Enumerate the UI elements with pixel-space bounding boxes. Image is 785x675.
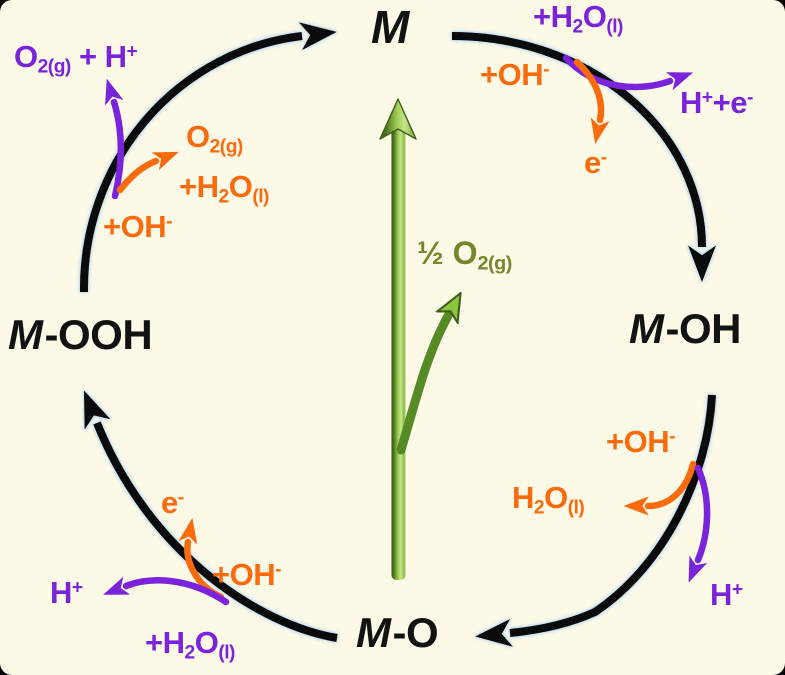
label-m-ooh: M-OOH [8, 311, 153, 358]
label-water-bottom-right: H2O(l) [512, 480, 585, 519]
label-water-bottom-left: +H2O(l) [145, 625, 235, 664]
label-half-oxygen-center: ½ O2(g) [417, 235, 512, 275]
arrow-release-electron-top-right [573, 58, 610, 145]
label-hydroxide-bottom-left: +OH- [212, 557, 282, 592]
label-hydroxide-top-right: +OH- [480, 57, 550, 92]
arrow-m-to-m-oh [451, 32, 716, 282]
label-oxygen-proton-top-left: O2(g) + H+ [14, 39, 138, 78]
half-oxygen-branch-arrow [396, 316, 448, 455]
label-m-oh: M-OH [629, 305, 741, 352]
label-proton-electron-top-right: H++e- [680, 85, 753, 120]
arrow-m-oh-to-m-o [475, 394, 716, 647]
arrow-release-proton-bottom-right [688, 464, 711, 583]
label-electron-bottom-left: e- [161, 485, 184, 520]
label-hydroxide-top-left: +OH- [103, 209, 173, 244]
oxygen-evolution-axis-arrow-shaft [391, 126, 406, 580]
arrow-release-water-bottom-right [623, 460, 697, 516]
reaction-arrows-group [103, 54, 711, 606]
oxygen-evolution-arrow-group [379, 98, 448, 580]
cycle-arrows-group [79, 22, 716, 647]
label-m: M [371, 1, 409, 53]
label-oxygen-top-left: O2(g) [186, 119, 243, 158]
label-m-o: M-O [356, 609, 439, 656]
arrow-m-ooh-to-m [79, 22, 337, 293]
arrow-release-proton-electron-top-right [562, 54, 694, 91]
arrow-release-oxygen-proton-top-left [105, 78, 125, 200]
arrow-release-oxygen-water-top-left [116, 151, 179, 194]
label-hydroxide-bottom-right: +OH- [606, 424, 676, 459]
oxygen-evolution-axis-arrowhead [379, 98, 417, 140]
label-electron-top-right: e- [584, 145, 607, 180]
label-water-top-left: +H2O(l) [179, 169, 269, 208]
label-proton-bottom-right: H+ [710, 577, 743, 612]
label-water-top-right: +H2O(l) [533, 0, 623, 38]
arrow-m-o-to-m-ooh [83, 390, 338, 642]
arrow-release-proton-bottom-left [103, 576, 230, 606]
label-proton-bottom-left: H+ [50, 575, 83, 610]
